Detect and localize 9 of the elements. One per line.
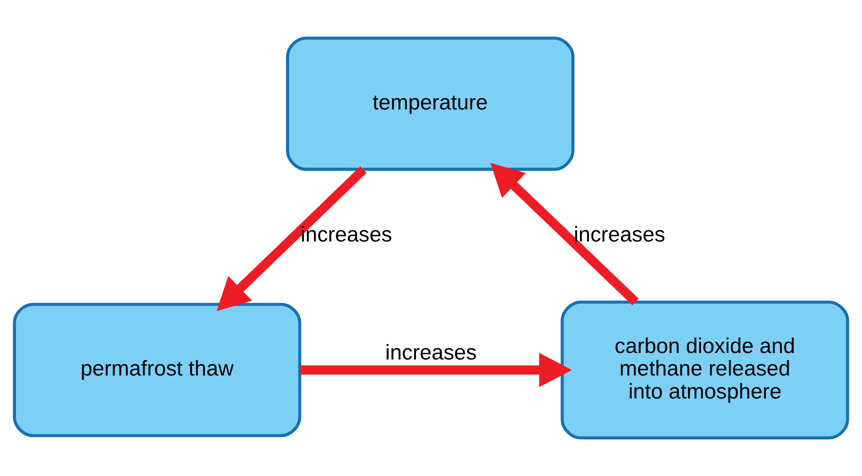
edge-label: increases — [385, 340, 477, 365]
arrow — [216, 166, 367, 312]
node-box: temperature — [286, 36, 574, 171]
edge-label: increases — [574, 222, 666, 246]
arrow — [490, 162, 639, 306]
arrow — [300, 352, 572, 388]
node-box: permafrost thaw — [12, 302, 302, 438]
edge-label: increases — [300, 222, 392, 246]
node-box: carbon dioxide and methane released into atmosphere — [560, 300, 850, 440]
